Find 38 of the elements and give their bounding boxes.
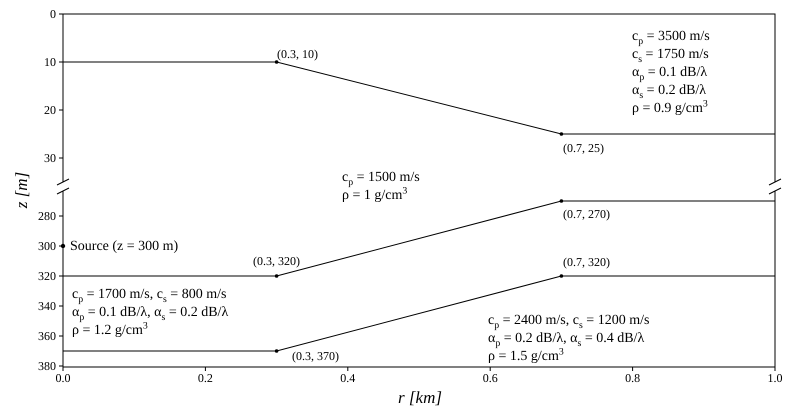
tick-label: 0.2	[198, 371, 213, 386]
annotation-text: c$_{p}$ = 3500 m/s	[632, 29, 710, 46]
annotation-text: α$_{s}$ = 0.2 dB/λ	[632, 83, 706, 100]
tick-label: 380	[38, 359, 56, 374]
tick-label: 0.6	[482, 371, 498, 386]
point-label: (0.3, 10)	[277, 47, 318, 62]
tick-label: 340	[38, 299, 56, 314]
point-label: (0.7, 25)	[563, 141, 604, 156]
point-label: (0.3, 370)	[292, 349, 339, 364]
annotation-text: ρ = 1.2 g/cm$^{3}$	[72, 323, 148, 340]
annotation-text: c$_{p}$ = 2400 m/s, c$_{s}$ = 1200 m/s	[488, 313, 650, 330]
axis-label: z [m]	[12, 172, 32, 208]
annotation-text: α$_{p}$ = 0.1 dB/λ, α$_{s}$ = 0.2 dB/λ	[72, 305, 228, 322]
tick-label: 360	[38, 329, 56, 344]
tick-label: 30	[44, 151, 56, 166]
tick-label: 0.8	[625, 371, 640, 386]
point-label: (0.3, 320)	[253, 254, 300, 268]
annotation-text: α$_{p}$ = 0.1 dB/λ	[632, 65, 708, 82]
annotation-text: ρ = 1 g/cm$^{3}$	[342, 188, 408, 205]
annotation-text: ρ = 0.9 g/cm$^{3}$	[632, 101, 708, 118]
annotation-text: c$_{p}$ = 1700 m/s, c$_{s}$ = 800 m/s	[72, 287, 226, 304]
annotation-text: ρ = 1.5 g/cm$^{3}$	[488, 349, 564, 366]
tick-label: 0	[50, 7, 56, 22]
tick-label: 1.0	[768, 371, 782, 386]
tick-label: 10	[44, 55, 56, 70]
tick-label: 300	[38, 239, 56, 254]
axis-label: r [km]	[398, 388, 442, 408]
annotation-text: Source (z = 300 m)	[70, 239, 178, 256]
tick-label: 280	[38, 209, 56, 224]
tick-label: 0.0	[56, 371, 70, 386]
annotation-text: α$_{p}$ = 0.2 dB/λ, α$_{s}$ = 0.4 dB/λ	[488, 331, 644, 348]
annotation-text: c$_{s}$ = 1750 m/s	[632, 47, 709, 64]
point-label: (0.7, 320)	[563, 255, 610, 270]
annotation-text: c$_{p}$ = 1500 m/s	[342, 170, 420, 187]
tick-label: 320	[38, 269, 56, 284]
point-label: (0.7, 270)	[563, 207, 610, 222]
tick-label: 0.4	[340, 371, 356, 386]
tick-label: 20	[44, 103, 56, 118]
